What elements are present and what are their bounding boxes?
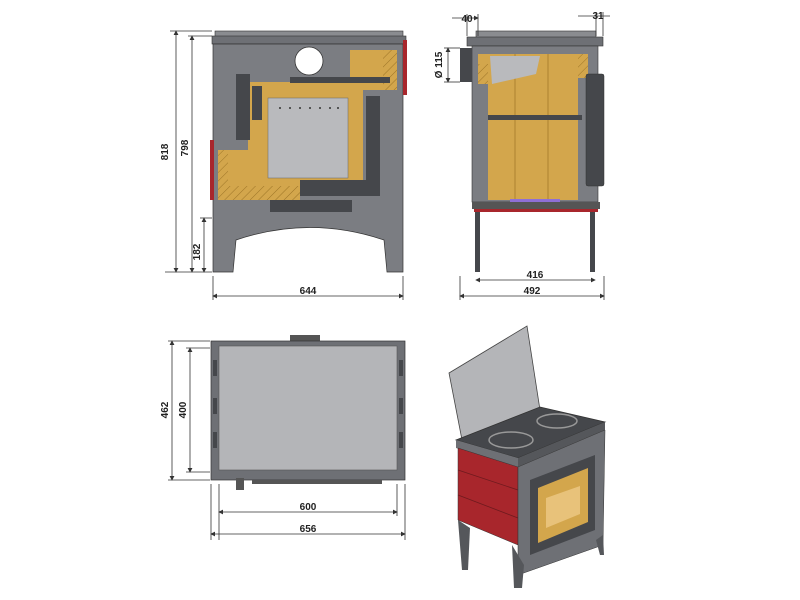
flue-opening (294, 46, 324, 76)
leg (512, 545, 524, 588)
side-view (460, 30, 605, 272)
dim-rear-offset: 31 (592, 11, 604, 22)
dim-height-legs: 182 (192, 243, 203, 260)
purple-ash-grate (510, 199, 560, 204)
firebox (267, 97, 349, 179)
dim-height-body: 798 (180, 139, 191, 156)
dim-width-total: 656 (300, 524, 317, 535)
dim-flue-offset: 40 (461, 14, 473, 25)
dim-leg-span: 416 (527, 270, 544, 281)
leg (458, 520, 470, 570)
dim-width: 644 (300, 286, 317, 297)
side-dimensions: 40 31 Ø 115 416 492 (434, 11, 610, 300)
dim-width-plate: 600 (300, 502, 317, 513)
leg (590, 212, 595, 272)
front-view (210, 30, 407, 273)
red-side-panel (403, 40, 407, 95)
flue-pipe (460, 48, 472, 82)
top-view (210, 335, 406, 490)
cooktop-plate (218, 345, 398, 471)
leg (596, 535, 604, 555)
door-side (585, 73, 605, 187)
front-dimensions: 818 798 182 644 (160, 30, 404, 300)
top-dimensions: 462 400 600 656 (160, 340, 406, 540)
hotplate (488, 431, 534, 449)
dim-depth-total: 462 (160, 401, 171, 418)
hotplate (536, 413, 578, 429)
leg (475, 212, 480, 272)
dim-flue-diameter: Ø 115 (434, 51, 445, 78)
perspective-view (448, 325, 607, 588)
dim-depth: 492 (524, 286, 541, 297)
dim-height-total: 818 (160, 143, 171, 160)
dim-depth-plate: 400 (178, 401, 189, 418)
